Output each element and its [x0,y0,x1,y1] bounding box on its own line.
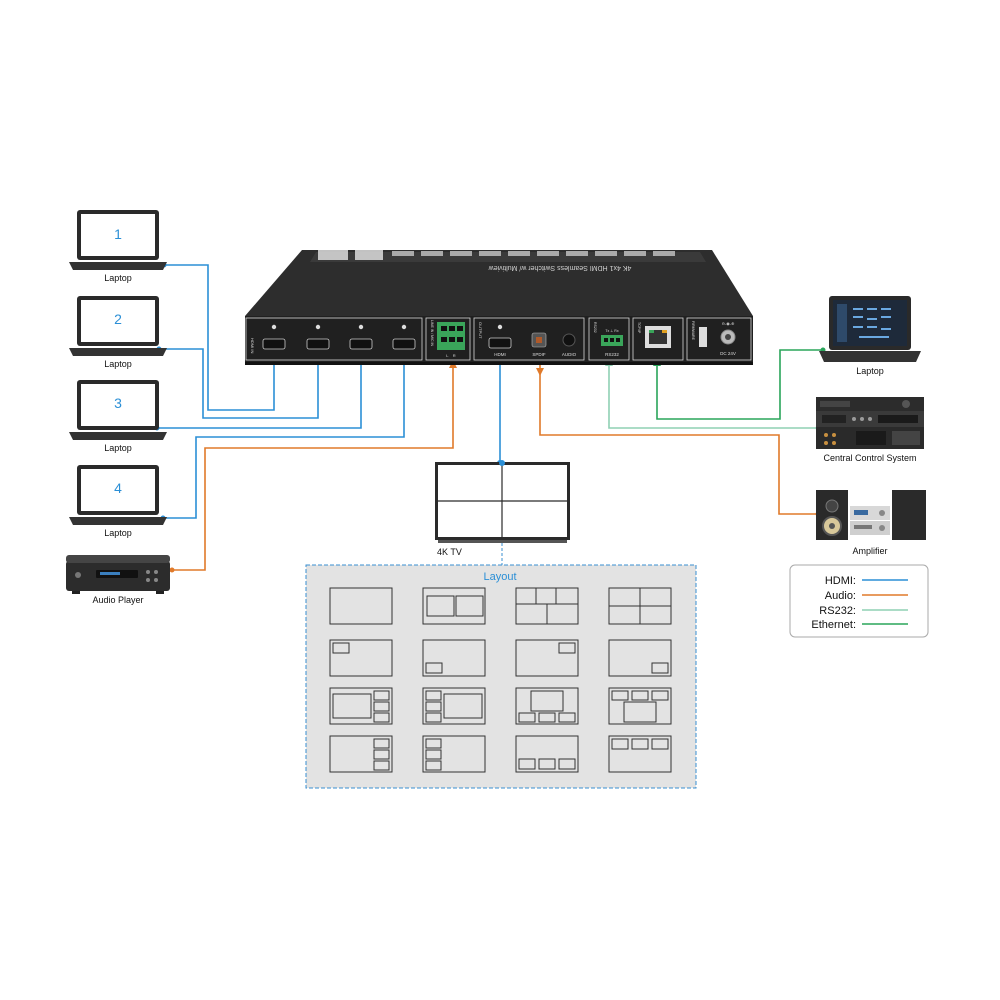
laptop-4: 4 Laptop [69,465,167,538]
layout-option-three-split[interactable] [515,587,579,625]
hdmi-cable-laptop-2 [159,348,319,419]
laptop-1-caption: Laptop [104,273,132,283]
layout-option-dual-split[interactable] [422,587,486,625]
hdmi-out-label: HDMI [494,352,506,357]
laptop-4-number: 4 [114,480,122,496]
legend-row-ethernet: Ethernet: [811,619,908,631]
firmware-label: FIRMWARE [691,321,695,341]
layout-option-main-left-stack[interactable] [422,687,486,725]
layout-option-main-right-stack[interactable] [329,687,393,725]
firmware-port [699,327,707,347]
audio-cable-player [172,362,454,571]
dc24v-label: DC 24V [720,351,736,356]
line-in-label: LINE IN / MIC IN [430,320,434,347]
layout-option-pip-bottom-right[interactable] [608,639,672,677]
laptop-3-number: 3 [114,395,122,411]
amplifier: Amplifier [816,490,926,556]
firmware-panel [686,317,752,361]
laptop-3-caption: Laptop [104,443,132,453]
output-panel [473,317,585,361]
layout-title: Layout [483,571,516,583]
layout-option-single[interactable] [329,587,393,625]
audio-label: AUDIO [562,352,577,357]
spdif-label: SPDIF [532,352,546,357]
audio-cable-amplifier [539,362,818,515]
rs232-panel [588,317,630,361]
hdmi-in-panel [245,317,423,361]
hdmi-cable-laptop-4 [163,360,405,519]
control-system-caption: Central Control System [823,453,916,463]
layout-option-pip-top-left[interactable] [329,639,393,677]
hdmi-in-port-1 [262,338,286,350]
rs232-side-label: RS232 [593,322,597,333]
legend-label-hdmi: HDMI: [825,575,856,587]
laptop-3: 3 Laptop [69,380,167,453]
layout-box: Layout [305,564,697,789]
audio-player-caption: Audio Player [92,595,143,605]
audio-out-jack [562,333,576,347]
central-control-system: Central Control System [816,397,924,463]
layout-option-quad[interactable] [608,587,672,625]
layout-option-bottom-row[interactable] [515,735,579,773]
rs232-cable [608,362,818,429]
legend-row-audio: Audio: [825,590,908,602]
hdmi-in-port-4 [392,338,416,350]
laptop-2-caption: Laptop [104,359,132,369]
legend-label-rs232: RS232: [819,605,856,617]
laptop-2: 2 Laptop [69,296,167,369]
legend-label-ethernet: Ethernet: [811,619,856,631]
line-in-panel [425,317,471,361]
legend-row-rs232: RS232: [819,605,908,617]
legend-row-hdmi: HDMI: [825,575,908,587]
dc-polarity-icon: ⊖-◉-⊕ [722,321,735,326]
hdmi-in-ports [271,324,407,330]
laptop-1: 1 Laptop [69,210,167,283]
layout-option-main-bottom-row[interactable] [515,687,579,725]
ethernet-cable [656,349,823,420]
hdmi-cables [157,264,501,519]
audio-cables [172,362,818,571]
amplifier-caption: Amplifier [852,546,887,556]
hdmi-out-port [488,337,512,349]
layout-option-left-stack[interactable] [422,735,486,773]
laptop-4-caption: Laptop [104,528,132,538]
layout-option-pip-top-right[interactable] [515,639,579,677]
rs232-pins-label: Tx ⊥ Rx [605,329,618,333]
hdmi-in-label: HDMI IN [250,338,255,353]
legend: HDMI: Audio: RS232: Ethernet: [789,564,929,638]
device-top-text: 4K 4x1 HDMI Seamless Switcher w/ Multivi… [488,264,632,271]
audio-player: Audio Player [66,555,170,605]
hdmi-cable-laptop-3 [157,360,362,429]
hdmi-in-port-3 [349,338,373,350]
output-label: OUTPUT [478,322,483,339]
layout-option-pip-bottom-left[interactable] [422,639,486,677]
tcpip-panel [632,317,684,361]
layout-options [329,587,672,773]
layout-option-top-row[interactable] [608,735,672,773]
layout-option-main-top-row[interactable] [608,687,672,725]
legend-label-audio: Audio: [825,590,856,602]
laptop-1-number: 1 [114,226,122,242]
hdmi-in-port-2 [306,338,330,350]
tv: 4K TV [435,460,570,557]
switcher-device: 4K 4x1 HDMI Seamless Switcher w/ Multivi… [245,250,753,365]
laptop-right-caption: Laptop [856,366,884,376]
laptop-2-number: 2 [114,311,122,327]
line-in-lr-label: L R [446,353,456,358]
layout-option-right-stack[interactable] [329,735,393,773]
rs232-label: RS232 [605,352,619,357]
laptop-right: Laptop [819,296,921,376]
tcpip-label: TCP/IP [637,322,641,334]
hdmi-cable-laptop-1 [164,264,275,411]
tv-caption: 4K TV [437,547,462,557]
